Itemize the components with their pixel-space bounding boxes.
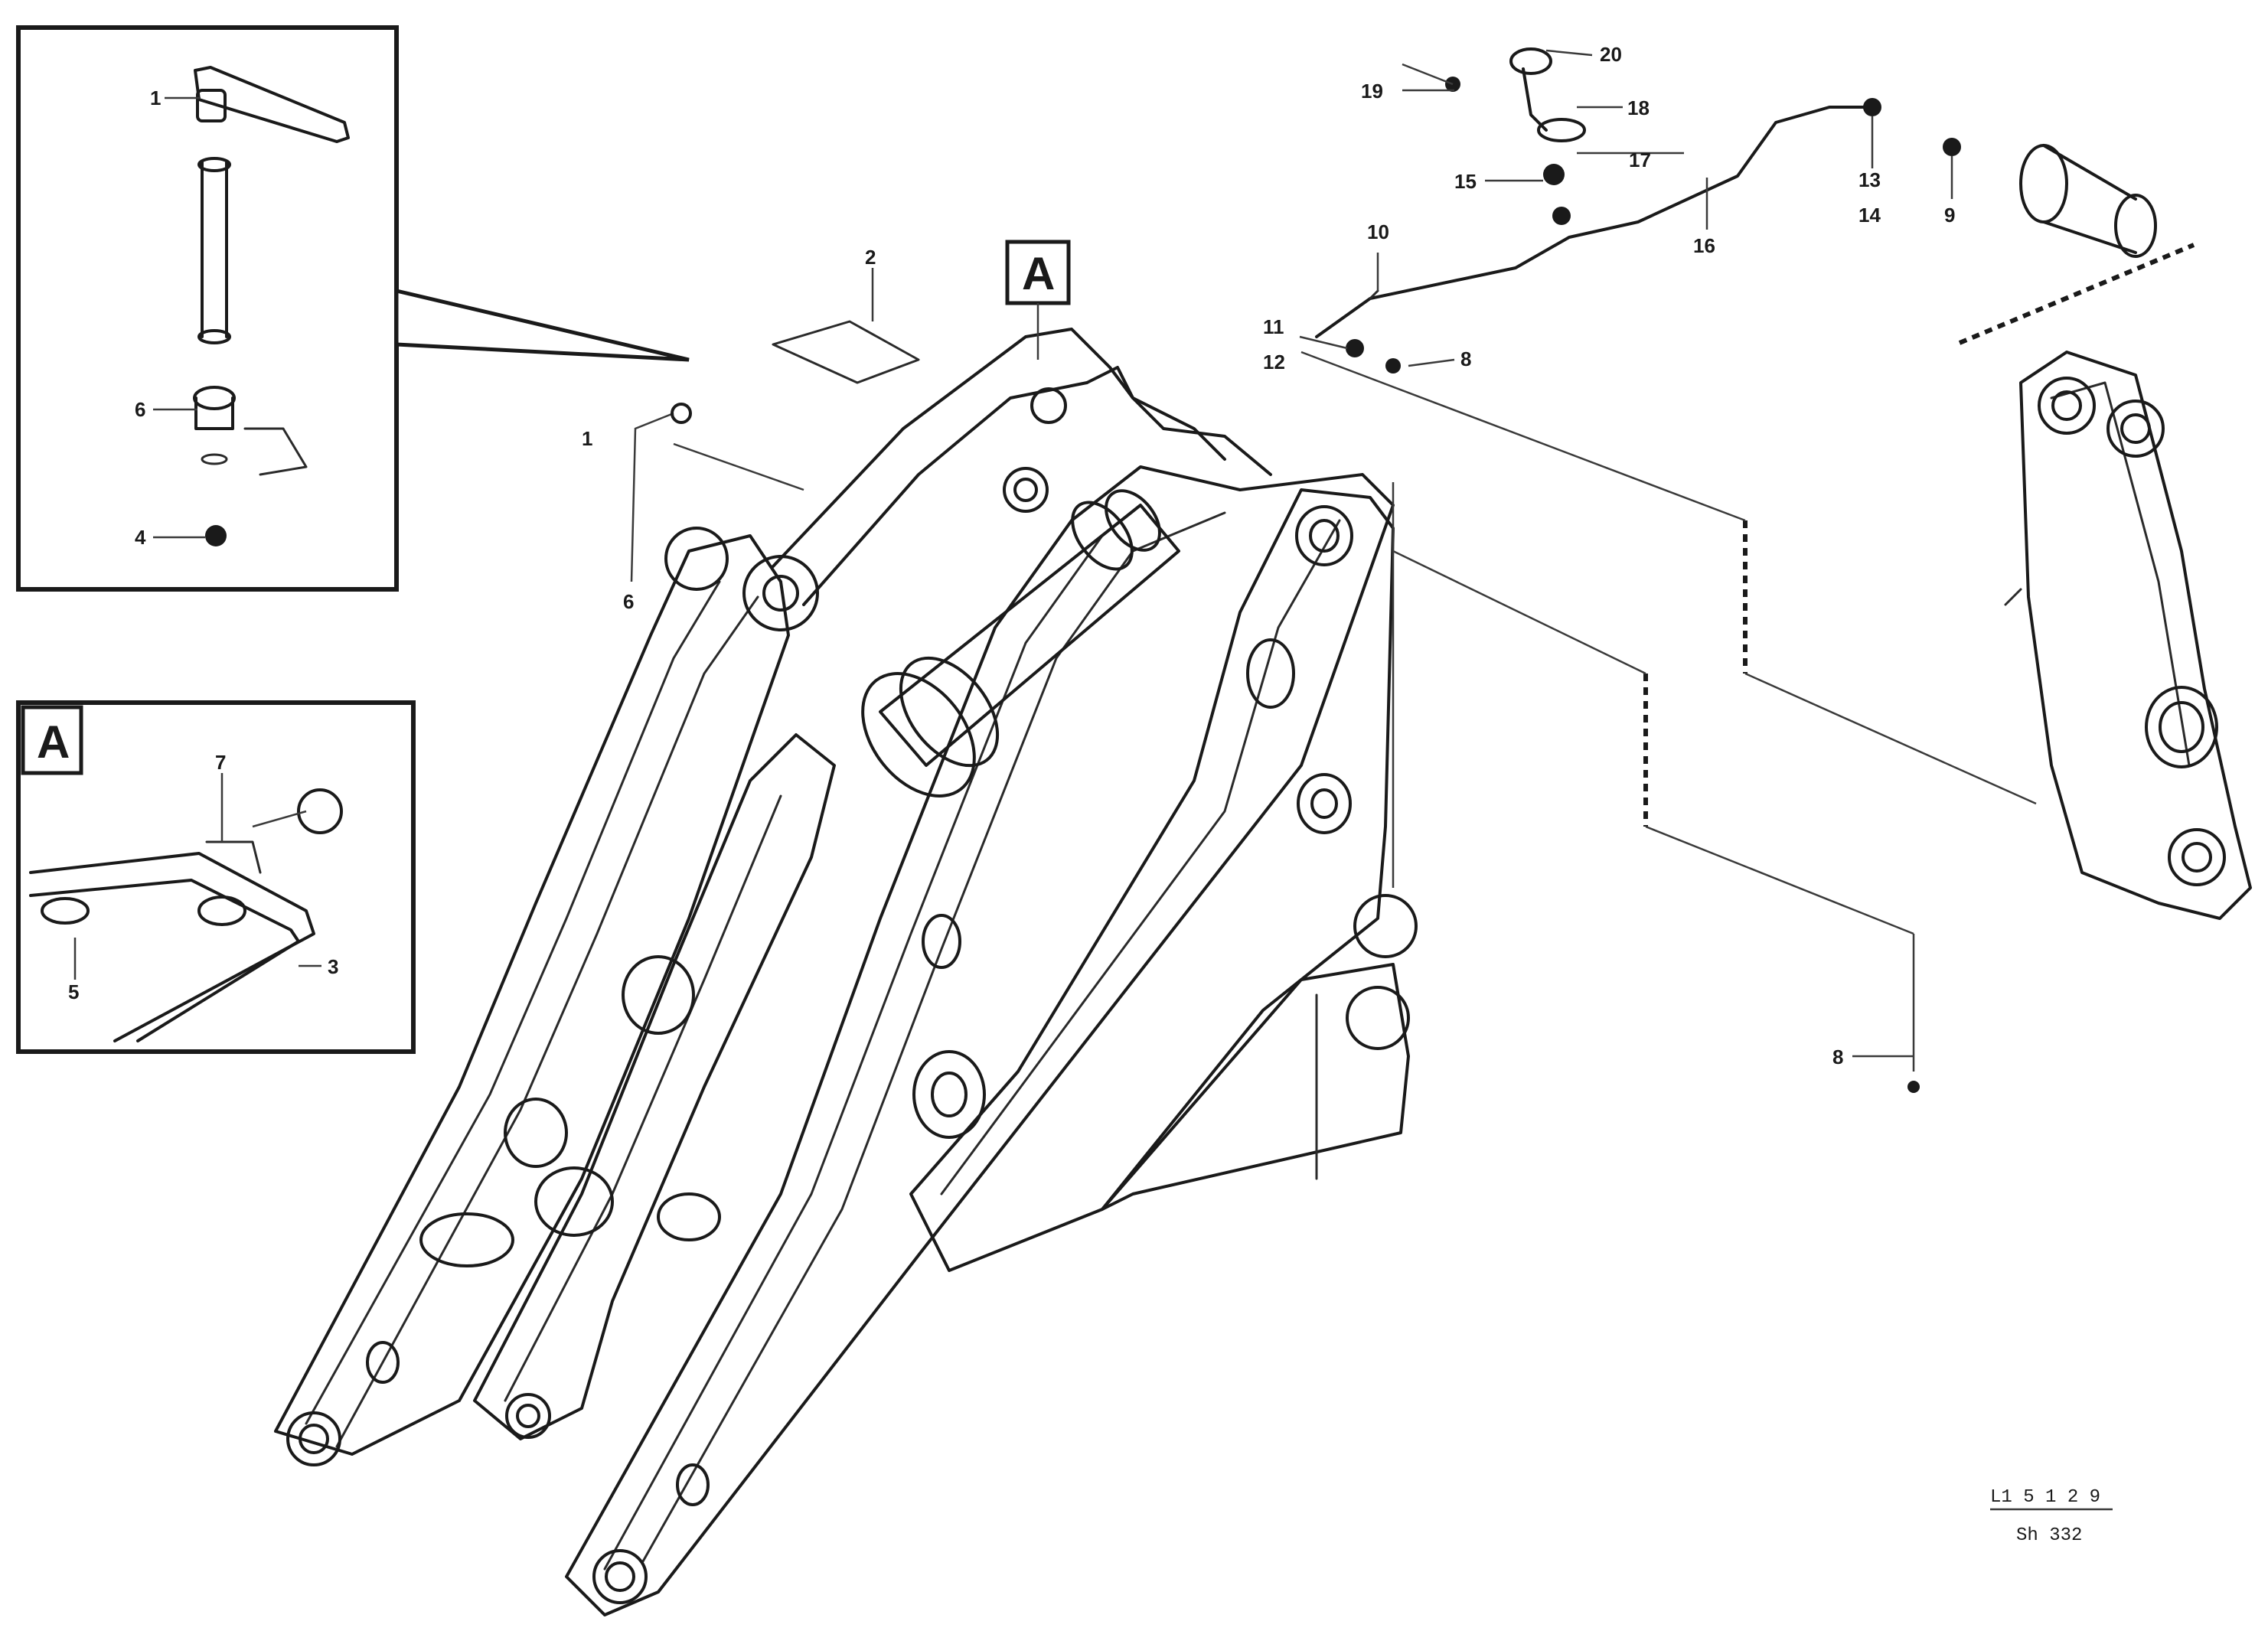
view-a-marker: A xyxy=(1005,240,1071,360)
callout-label: 13 xyxy=(1858,168,1881,191)
assembly-guide-lines xyxy=(673,243,2195,1072)
callout-label: 8 xyxy=(1832,1045,1843,1068)
view-a-marker-label: A xyxy=(1022,248,1055,299)
link-arm xyxy=(2004,351,2252,920)
main-callouts: 2 1 6 8 xyxy=(582,246,1920,1093)
callout-label: 4 xyxy=(135,526,146,549)
callout-label: 1 xyxy=(582,427,592,450)
detail-inset-view-a: A 7 5 3 xyxy=(16,700,416,1054)
callout-label: 7 xyxy=(215,751,226,774)
callout-label: 9 xyxy=(1944,204,1955,227)
callout-label: 6 xyxy=(623,590,634,613)
callout-label: 11 xyxy=(1263,315,1284,338)
view-a-label: A xyxy=(37,716,70,768)
callout-label: 5 xyxy=(68,980,79,1003)
sheet-ref: Sh 332 xyxy=(2016,1525,2082,1546)
drawing-reference: L1 5 1 2 9 Sh 332 xyxy=(1990,1487,2113,1546)
callout-label: 17 xyxy=(1629,148,1651,171)
callout-label: 2 xyxy=(865,246,876,269)
callout-label: 18 xyxy=(1627,96,1650,119)
callout-label: 8 xyxy=(1460,347,1471,370)
callout-label: 3 xyxy=(328,955,338,978)
callout-label: 16 xyxy=(1693,234,1715,257)
callout-label: 12 xyxy=(1263,351,1285,373)
hydraulic-cylinder xyxy=(861,489,1180,798)
callout-label: 15 xyxy=(1454,170,1477,193)
lift-frame-assembly xyxy=(274,320,1418,1616)
callout-label: 10 xyxy=(1367,220,1389,243)
callout-label: 14 xyxy=(1858,204,1881,227)
callout-label: 20 xyxy=(1600,43,1622,66)
drawing-ref-number: L1 5 1 2 9 xyxy=(1990,1487,2100,1508)
callout-label: 1 xyxy=(150,86,161,109)
detail-inset-pin-assembly: 1 6 4 xyxy=(16,25,690,592)
lubrication-line-assembly: 20 19 18 17 15 16 13 14 9 10 11 12 8 xyxy=(1263,43,2157,373)
callout-label: 19 xyxy=(1361,80,1383,103)
callout-label: 6 xyxy=(135,398,145,421)
